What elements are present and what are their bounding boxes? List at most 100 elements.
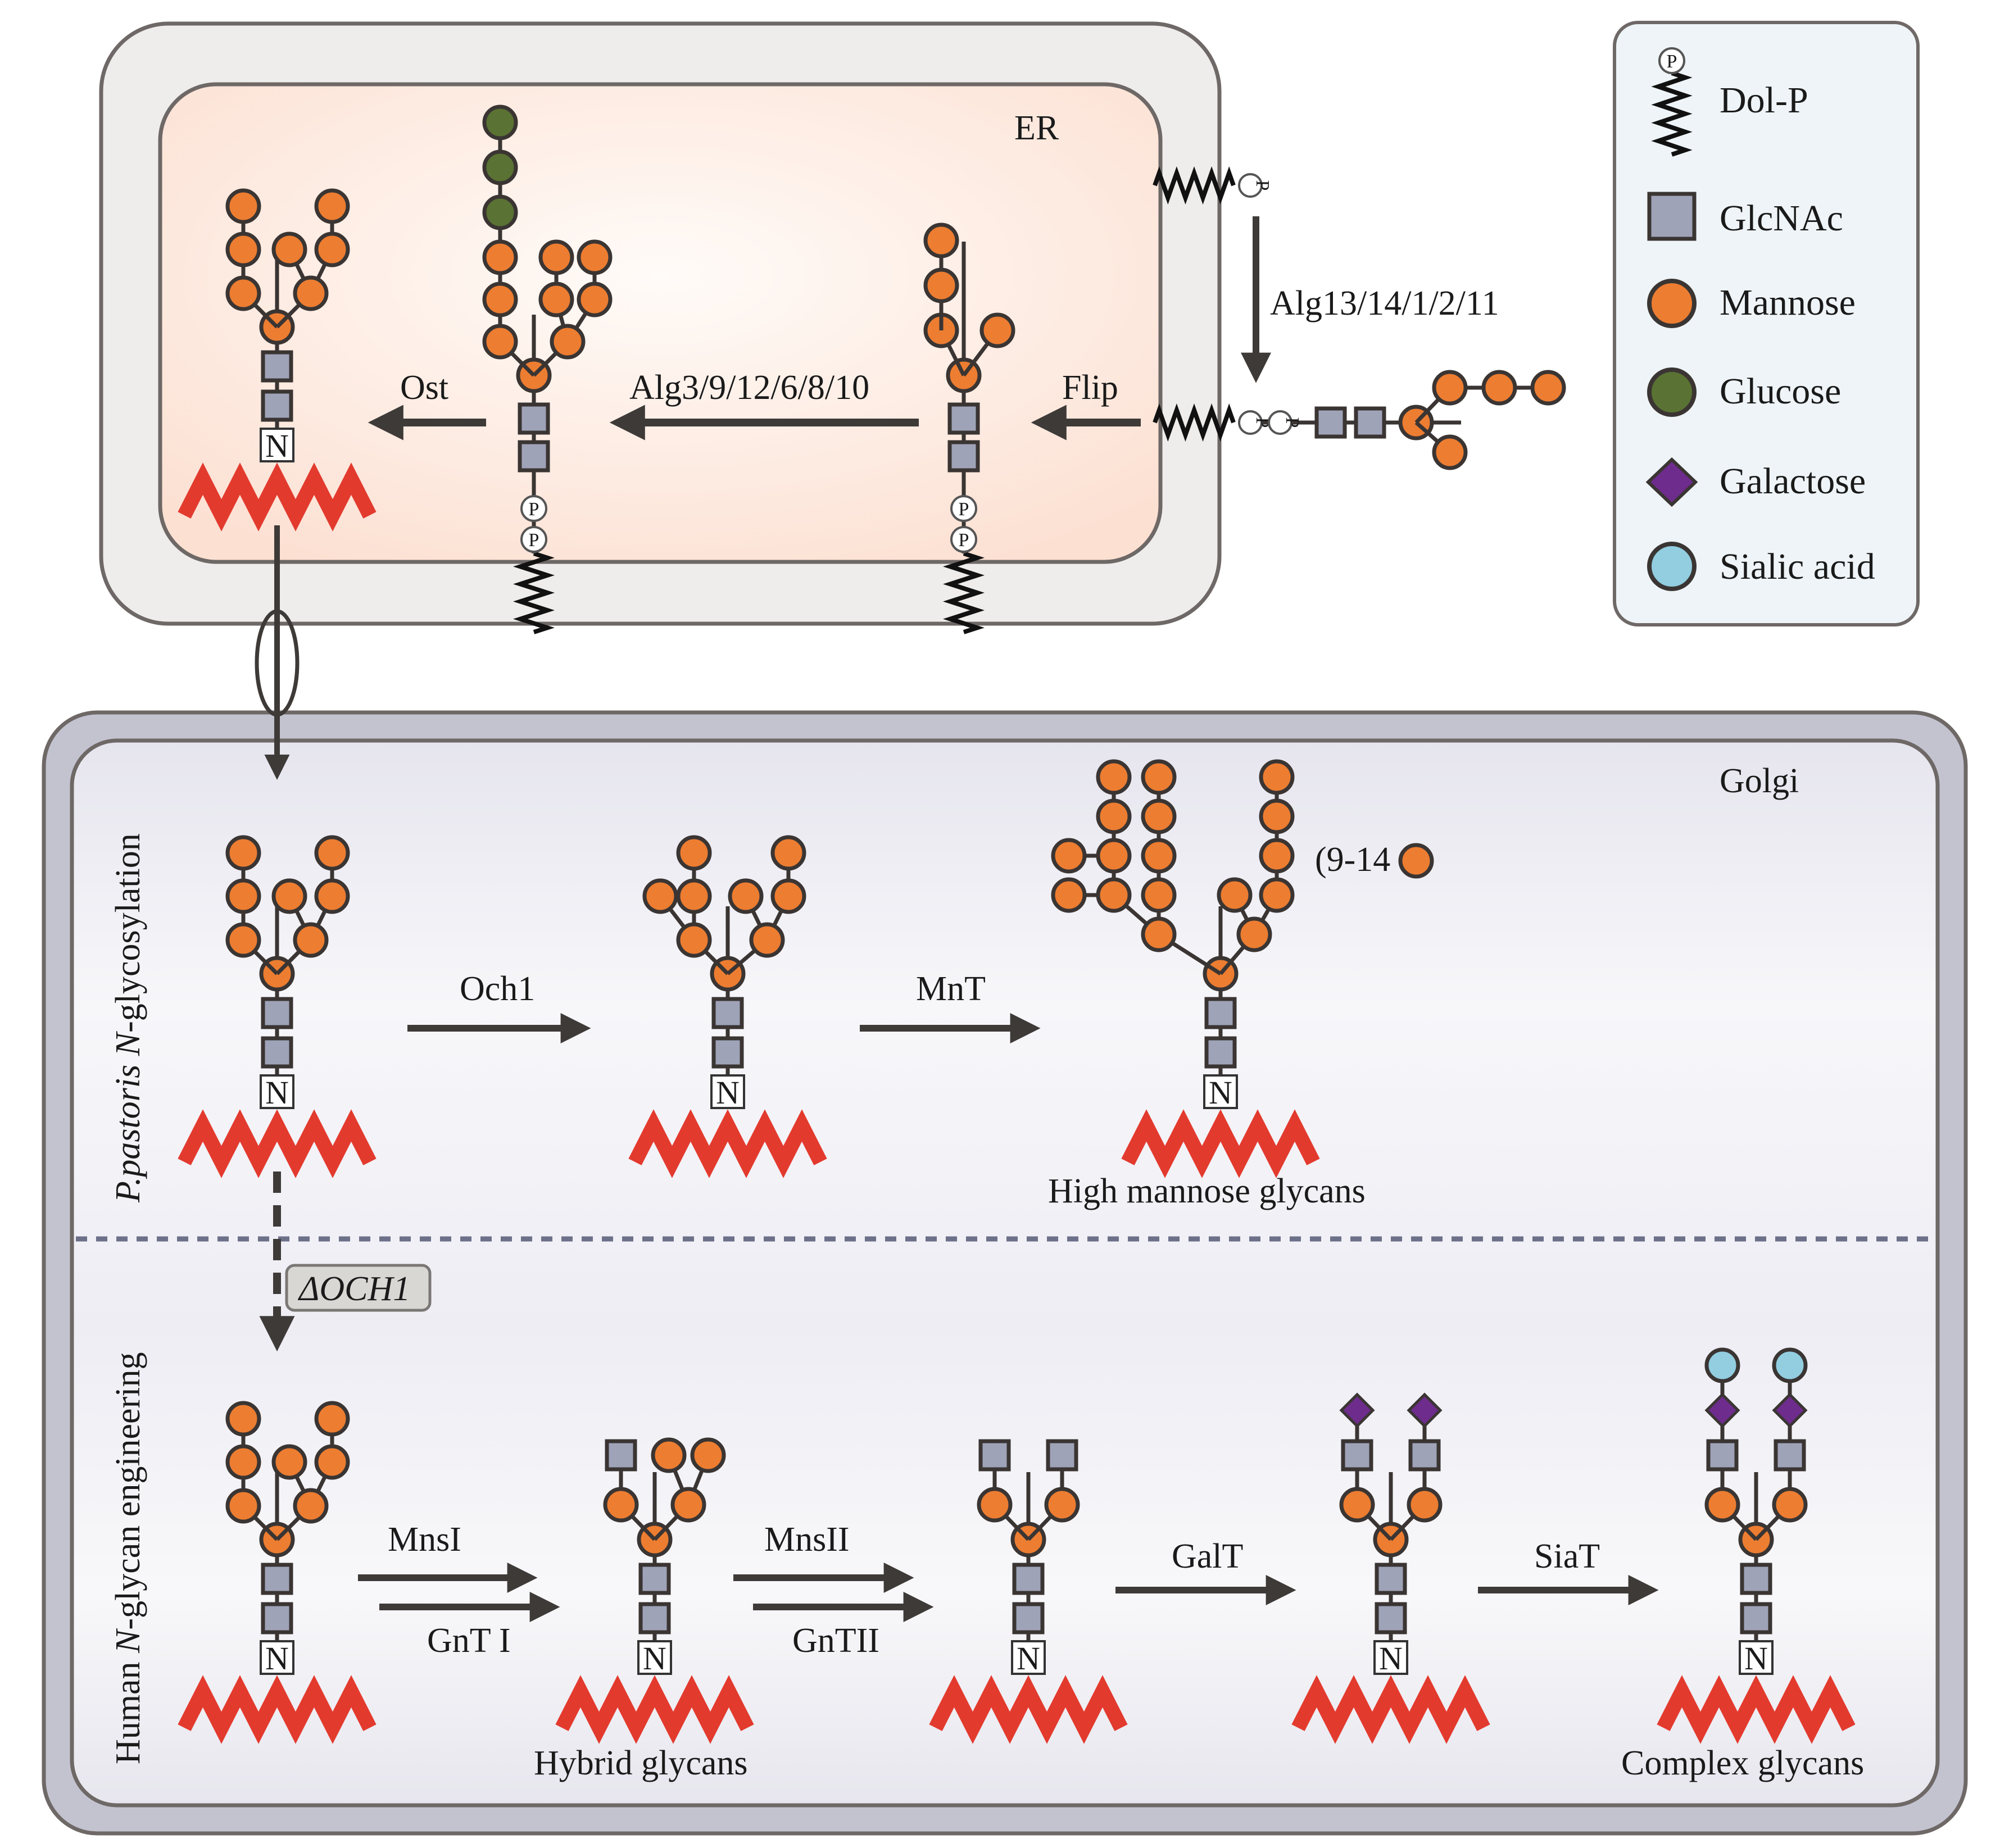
label-gnt2: GnTII bbox=[792, 1622, 879, 1660]
peptide-chain bbox=[555, 1675, 754, 1744]
label-siat: SiaT bbox=[1534, 1537, 1600, 1575]
phosphate-icon: P bbox=[1238, 410, 1273, 435]
asparagine-box: N bbox=[260, 428, 294, 464]
glcnac-icon bbox=[261, 1602, 293, 1634]
glcnac-icon bbox=[1204, 997, 1237, 1029]
mannose-icon bbox=[923, 267, 959, 303]
mannose-icon bbox=[314, 835, 350, 871]
mannose-icon bbox=[1530, 370, 1566, 406]
phosphate-icon: P bbox=[520, 495, 547, 522]
asparagine-label: N bbox=[265, 428, 289, 464]
mannose-icon bbox=[1096, 838, 1132, 874]
arrows bbox=[255, 216, 1659, 1622]
glcnac-icon bbox=[261, 1563, 293, 1595]
mannose-icon bbox=[1704, 1487, 1740, 1523]
mannose-icon bbox=[676, 835, 712, 871]
asparagine-label: N bbox=[643, 1640, 666, 1677]
mannose-icon bbox=[314, 878, 350, 914]
asparagine-square bbox=[1011, 1640, 1046, 1675]
phosphate-icon: P bbox=[520, 526, 547, 553]
asparagine-box: N bbox=[260, 1074, 294, 1111]
glucose-icon bbox=[482, 105, 518, 140]
mannose-icon bbox=[1051, 838, 1087, 874]
peptide-chain bbox=[1291, 1675, 1490, 1744]
glcnac-icon bbox=[261, 1036, 293, 1069]
mannose-icon bbox=[538, 239, 574, 275]
phosphate-circle bbox=[1238, 173, 1263, 198]
phosphate-label: P bbox=[959, 499, 969, 520]
glycan-er-man5-dolpp: PP bbox=[923, 223, 1015, 634]
phosphate-label: P bbox=[1282, 417, 1303, 428]
glcnac-icon bbox=[1046, 1439, 1078, 1472]
glcnac-icon bbox=[1354, 406, 1386, 439]
label-galt: GalT bbox=[1172, 1537, 1243, 1575]
mannose-icon bbox=[1096, 759, 1132, 795]
sialic-acid-icon bbox=[1772, 1347, 1808, 1383]
glcnac-icon bbox=[1314, 406, 1347, 439]
galactose-icon bbox=[1645, 457, 1698, 507]
mannose-icon bbox=[1432, 434, 1468, 470]
asparagine-label: N bbox=[265, 1640, 289, 1677]
mannose-icon bbox=[225, 275, 261, 311]
dolichol-chain bbox=[513, 551, 555, 634]
mannose-icon bbox=[676, 922, 712, 958]
mannose-icon bbox=[670, 1487, 706, 1523]
glcnac-icon bbox=[261, 389, 293, 422]
glycan-golgi-high-mannose: N bbox=[1051, 759, 1320, 1178]
asparagine-square bbox=[260, 1640, 294, 1675]
phosphate-label: P bbox=[1667, 51, 1677, 72]
asparagine-square bbox=[1373, 1640, 1408, 1675]
mannose-icon bbox=[979, 312, 1015, 348]
mannose-icon bbox=[1339, 1487, 1375, 1523]
mannose-icon bbox=[314, 188, 350, 224]
asparagine-square bbox=[637, 1640, 672, 1675]
legend-label-dol-p: Dol-P bbox=[1720, 80, 1808, 121]
mannose-icon bbox=[1236, 916, 1272, 952]
mannose-icon bbox=[1096, 798, 1132, 834]
phosphate-icon: P bbox=[1658, 47, 1685, 74]
sialic-acid-icon bbox=[1647, 542, 1697, 591]
peptide-chain bbox=[178, 1675, 377, 1744]
golgi-lumen bbox=[70, 738, 1940, 1808]
label-mns1: MnsI bbox=[388, 1520, 461, 1559]
asparagine-label: N bbox=[1209, 1074, 1232, 1111]
phosphate-circle bbox=[1658, 47, 1685, 74]
galactose-icon bbox=[1407, 1392, 1443, 1428]
asparagine-label: N bbox=[716, 1074, 740, 1111]
sialic-acid-icon bbox=[1704, 1347, 1740, 1383]
asparagine-label: N bbox=[265, 1074, 289, 1111]
legend-sialic-acid-icon bbox=[1647, 542, 1697, 591]
glucose-icon bbox=[1647, 367, 1697, 417]
peptide-chain bbox=[1121, 1109, 1320, 1178]
glcnac-icon bbox=[261, 997, 293, 1029]
mannose-icon bbox=[293, 922, 329, 958]
count-mannose-icon-wrap bbox=[1398, 843, 1434, 879]
asparagine-box: N bbox=[260, 1640, 294, 1677]
mannose-icon bbox=[749, 922, 785, 958]
legend-label-mannose: Mannose bbox=[1720, 282, 1856, 323]
glcnac-icon bbox=[1204, 1036, 1237, 1069]
label-alg-second: Alg3/9/12/6/8/10 bbox=[629, 369, 869, 407]
phosphate-icon: P bbox=[1268, 410, 1303, 435]
glcnac-icon bbox=[1341, 1439, 1373, 1472]
mannose-icon bbox=[1141, 759, 1177, 795]
asparagine-box: N bbox=[637, 1640, 672, 1677]
glcnac-icon bbox=[638, 1563, 671, 1595]
mannose-icon bbox=[1141, 877, 1177, 913]
dolichol-chain bbox=[1153, 403, 1236, 442]
mannose-icon bbox=[651, 1437, 687, 1473]
galactose-icon bbox=[1772, 1392, 1808, 1428]
phosphate-label: P bbox=[529, 499, 539, 520]
glcnac-icon bbox=[1740, 1563, 1772, 1595]
label-hybrid: Hybrid glycans bbox=[534, 1744, 748, 1782]
legend-label-glucose: Glucose bbox=[1720, 371, 1841, 412]
label-flip: Flip bbox=[1062, 369, 1118, 407]
label-high-mannose: High mannose glycans bbox=[1048, 1172, 1366, 1210]
mannose-icon bbox=[225, 878, 261, 914]
peptide-chain bbox=[178, 1109, 377, 1178]
mannose-icon bbox=[770, 835, 806, 871]
legend-symbols: P bbox=[1645, 47, 1698, 591]
legend-label-glcnac: GlcNAc bbox=[1720, 198, 1843, 239]
glcnac-icon bbox=[1774, 1439, 1806, 1472]
